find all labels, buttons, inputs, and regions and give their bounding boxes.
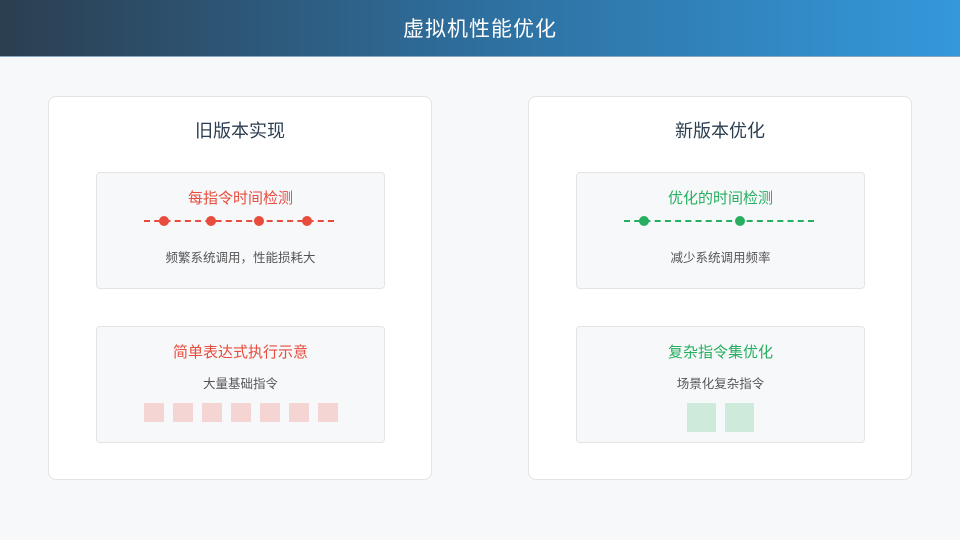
new-version-panel: 新版本优化 优化的时间检测 减少系统调用频率 复杂指令集优化 场景化复杂指令 bbox=[528, 96, 912, 480]
card-title: 每指令时间检测 bbox=[187, 189, 293, 207]
card-description: 大量基础指令 bbox=[202, 376, 278, 391]
instruction-block bbox=[687, 403, 716, 432]
instruction-block bbox=[172, 403, 193, 422]
checkpoint-dot bbox=[206, 216, 216, 226]
checkpoint-dot bbox=[159, 216, 169, 226]
instruction-block bbox=[725, 403, 754, 432]
instruction-block bbox=[201, 403, 222, 422]
panel-title: 旧版本实现 bbox=[195, 121, 285, 142]
card-description: 减少系统调用频率 bbox=[670, 250, 771, 265]
instruction-block bbox=[230, 403, 251, 422]
dashed-line bbox=[624, 220, 814, 222]
instruction-block bbox=[288, 403, 309, 422]
old-instructions-card: 简单表达式执行示意 大量基础指令 bbox=[96, 326, 385, 443]
timing-timeline bbox=[624, 215, 814, 227]
checkpoint-dot bbox=[639, 216, 649, 226]
card-description: 频繁系统调用，性能损耗大 bbox=[165, 250, 316, 265]
header-bar: 虚拟机性能优化 bbox=[0, 0, 960, 57]
checkpoint-dot bbox=[302, 216, 312, 226]
checkpoint-dot bbox=[254, 216, 264, 226]
old-timing-card: 每指令时间检测 频繁系统调用，性能损耗大 bbox=[96, 172, 385, 289]
card-title: 简单表达式执行示意 bbox=[172, 343, 308, 361]
new-instructions-card: 复杂指令集优化 场景化复杂指令 bbox=[576, 326, 865, 443]
instruction-blocks bbox=[577, 403, 864, 432]
instruction-block bbox=[143, 403, 164, 422]
instruction-block bbox=[259, 403, 280, 422]
checkpoint-dot bbox=[735, 216, 745, 226]
card-description: 场景化复杂指令 bbox=[676, 376, 765, 391]
card-title: 复杂指令集优化 bbox=[667, 343, 773, 361]
page-title: 虚拟机性能优化 bbox=[403, 17, 557, 41]
old-version-panel: 旧版本实现 每指令时间检测 频繁系统调用，性能损耗大 简单表达式执行示意 大量基… bbox=[48, 96, 432, 480]
card-title: 优化的时间检测 bbox=[667, 189, 773, 207]
instruction-blocks bbox=[97, 403, 384, 422]
panel-title: 新版本优化 bbox=[675, 121, 765, 142]
timing-timeline bbox=[144, 215, 334, 227]
dashed-line bbox=[144, 220, 334, 222]
instruction-block bbox=[317, 403, 338, 422]
new-timing-card: 优化的时间检测 减少系统调用频率 bbox=[576, 172, 865, 289]
